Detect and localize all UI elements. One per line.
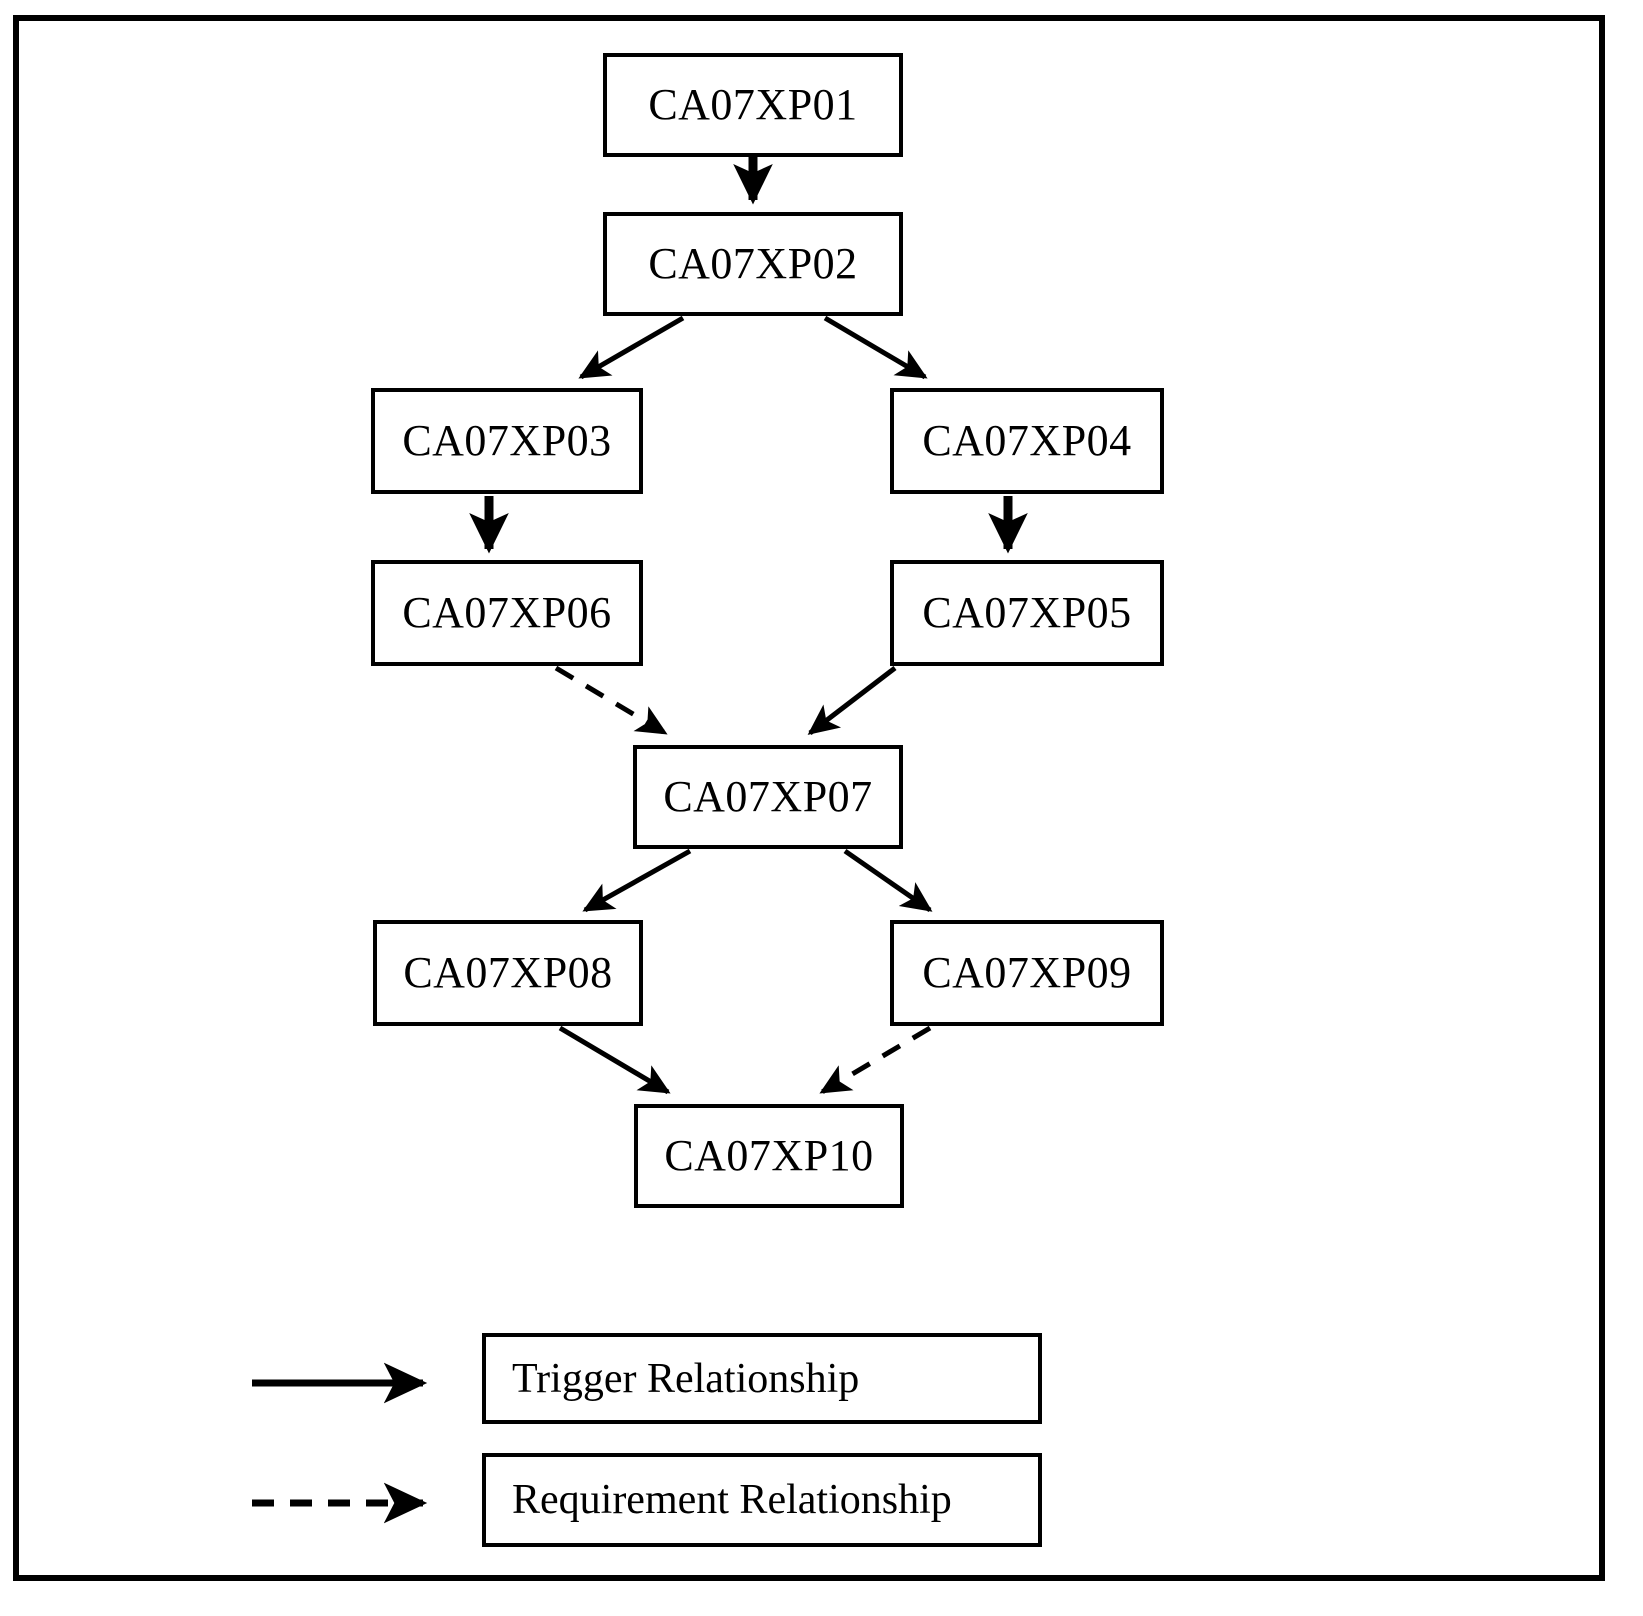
node-ca07xp07[interactable]: CA07XP07 <box>633 745 903 849</box>
legend-label-trigger: Trigger Relationship <box>512 1355 860 1402</box>
node-ca07xp04[interactable]: CA07XP04 <box>890 388 1164 494</box>
node-label: CA07XP02 <box>648 239 858 288</box>
node-label: CA07XP01 <box>648 80 858 129</box>
node-ca07xp06[interactable]: CA07XP06 <box>371 560 643 666</box>
legend-label-requirement: Requirement Relationship <box>512 1477 952 1523</box>
legend-item-trigger: Trigger Relationship <box>482 1333 1042 1424</box>
edge-xp06-xp07 <box>554 665 668 736</box>
edge-xp02-xp04 <box>823 315 928 380</box>
edge-xp02-xp03 <box>578 315 685 380</box>
edge-xp05-xp07 <box>807 666 897 735</box>
node-label: CA07XP04 <box>922 416 1132 465</box>
node-label: CA07XP05 <box>922 588 1132 637</box>
node-ca07xp08[interactable]: CA07XP08 <box>373 920 643 1026</box>
node-ca07xp05[interactable]: CA07XP05 <box>890 560 1164 666</box>
edge-xp09-xp10 <box>819 1025 932 1095</box>
node-label: CA07XP10 <box>664 1131 874 1180</box>
node-ca07xp01[interactable]: CA07XP01 <box>603 53 903 157</box>
node-label: CA07XP07 <box>663 772 873 821</box>
node-ca07xp10[interactable]: CA07XP10 <box>634 1104 904 1208</box>
node-label: CA07XP03 <box>402 416 612 465</box>
edge-xp08-xp10 <box>558 1025 671 1095</box>
node-ca07xp09[interactable]: CA07XP09 <box>890 920 1164 1026</box>
node-label: CA07XP09 <box>922 948 1132 997</box>
node-label: CA07XP06 <box>402 588 612 637</box>
legend-item-requirement: Requirement Relationship <box>482 1453 1042 1547</box>
node-ca07xp03[interactable]: CA07XP03 <box>371 388 643 494</box>
edge-xp07-xp09 <box>843 848 933 913</box>
edge-xp07-xp08 <box>582 848 692 913</box>
node-ca07xp02[interactable]: CA07XP02 <box>603 212 903 316</box>
node-label: CA07XP08 <box>403 948 613 997</box>
